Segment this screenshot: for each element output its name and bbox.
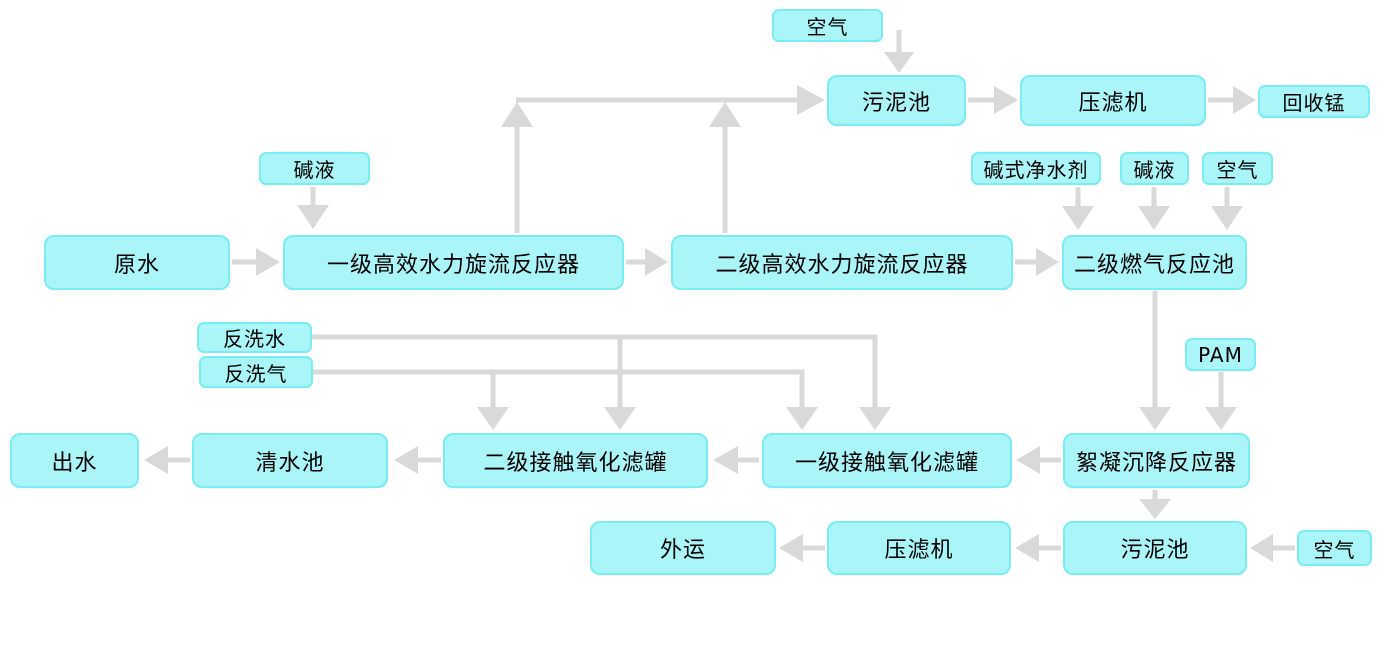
arrow-sludge-line-to-top-sludge-pool xyxy=(516,85,825,115)
node-label: 碱液 xyxy=(1133,158,1176,182)
node-clear-water-pool[interactable]: 清水池 xyxy=(192,433,388,488)
arrow-backwash-air-line xyxy=(313,369,818,430)
node-lye-2[interactable]: 碱液 xyxy=(1120,152,1189,185)
node-label: 外运 xyxy=(659,538,706,563)
node-raw-water[interactable]: 原水 xyxy=(44,235,230,290)
arrow-top-press-to-recover-manganese xyxy=(1208,86,1256,114)
arrow-flocculation-to-filter1 xyxy=(1016,446,1061,474)
arrow-bottom-press-to-transport xyxy=(779,534,825,562)
node-outlet-water[interactable]: 出水 xyxy=(10,433,139,488)
arrow-bottom-air-to-sludge-pool xyxy=(1250,534,1295,562)
node-gas-reaction-pool[interactable]: 二级燃气反应池 xyxy=(1062,235,1247,290)
node-basic-purifier[interactable]: 碱式净水剂 xyxy=(971,152,1101,185)
node-sludge-pool-bottom[interactable]: 污泥池 xyxy=(1063,521,1247,575)
arrow-lye2-to-gas-pool xyxy=(1138,187,1170,230)
arrow-flocculation-to-bottom-sludge-pool xyxy=(1139,490,1171,519)
arrow-cyclone2-to-sludge-line xyxy=(709,102,741,233)
node-label: 絮凝沉降反应器 xyxy=(1075,450,1237,476)
node-label: 原水 xyxy=(113,252,160,278)
arrow-cyclone1-to-cyclone2 xyxy=(626,248,668,276)
node-label: 反洗气 xyxy=(224,361,288,386)
node-label: 一级接触氧化滤罐 xyxy=(794,450,979,476)
node-label: 二级接触氧化滤罐 xyxy=(483,450,668,476)
arrow-gas-pool-to-flocculation xyxy=(1139,291,1171,430)
node-label: 污泥池 xyxy=(1120,538,1190,563)
node-lye-1[interactable]: 碱液 xyxy=(259,152,370,185)
node-label: 空气 xyxy=(1216,158,1259,182)
node-air-2[interactable]: 空气 xyxy=(1202,152,1273,185)
node-cyclone-reactor-1[interactable]: 一级高效水力旋流反应器 xyxy=(283,235,624,290)
node-filter-press-top[interactable]: 压滤机 xyxy=(1020,75,1206,126)
node-pam[interactable]: PAM xyxy=(1185,338,1256,371)
node-label: 空气 xyxy=(1313,537,1356,562)
node-label: 碱式净水剂 xyxy=(983,158,1089,182)
arrow-lye1-to-cyclone1 xyxy=(297,187,329,229)
node-label: 碱液 xyxy=(293,158,336,182)
arrow-backwash-water-line xyxy=(312,334,891,430)
arrow-top-sludge-pool-to-press xyxy=(968,86,1018,114)
arrow-bottom-sludge-pool-to-press xyxy=(1015,534,1061,562)
arrow-cyclone1-to-sludge-line xyxy=(501,102,533,233)
node-label: 清水池 xyxy=(255,450,325,476)
node-contact-filter-1[interactable]: 一级接触氧化滤罐 xyxy=(762,433,1012,488)
node-contact-filter-2[interactable]: 二级接触氧化滤罐 xyxy=(443,433,708,488)
arrow-pam-to-flocculation xyxy=(1205,372,1237,430)
node-label: 二级燃气反应池 xyxy=(1073,252,1235,278)
arrow-filter2-to-clear-pool xyxy=(394,446,441,474)
node-label: 污泥池 xyxy=(861,90,931,116)
node-recover-manganese[interactable]: 回收锰 xyxy=(1258,85,1370,118)
node-label: 反洗水 xyxy=(223,327,286,351)
node-outbound-transport[interactable]: 外运 xyxy=(590,521,776,575)
arrow-air2-to-gas-pool xyxy=(1211,187,1243,230)
node-label: 二级高效水力旋流反应器 xyxy=(715,252,969,278)
node-sludge-pool-top[interactable]: 污泥池 xyxy=(827,75,966,126)
node-label: 压滤机 xyxy=(884,538,954,563)
arrow-purifier-to-gas-pool xyxy=(1062,187,1094,230)
arrow-raw-to-cyclone1 xyxy=(232,248,280,276)
arrow-clear-pool-to-outlet xyxy=(144,446,190,474)
node-backwash-air[interactable]: 反洗气 xyxy=(199,356,313,388)
node-air-bottom[interactable]: 空气 xyxy=(1297,530,1372,566)
node-label: 一级高效水力旋流反应器 xyxy=(326,252,580,278)
node-flocculation-reactor[interactable]: 絮凝沉降反应器 xyxy=(1063,433,1250,488)
node-filter-press-bottom[interactable]: 压滤机 xyxy=(827,521,1011,575)
node-label: 出水 xyxy=(51,450,98,476)
node-air-top[interactable]: 空气 xyxy=(772,9,883,42)
node-cyclone-reactor-2[interactable]: 二级高效水力旋流反应器 xyxy=(671,235,1013,290)
node-label: 压滤机 xyxy=(1078,90,1148,116)
node-label: 空气 xyxy=(806,15,849,39)
arrow-cyclone2-to-gas-pool xyxy=(1015,248,1059,276)
node-label: PAM xyxy=(1198,342,1243,367)
node-backwash-water[interactable]: 反洗水 xyxy=(197,322,312,353)
arrow-filter1-to-filter2 xyxy=(713,446,759,474)
arrow-air-to-top-sludge-pool xyxy=(884,30,914,73)
node-label: 回收锰 xyxy=(1282,91,1346,115)
